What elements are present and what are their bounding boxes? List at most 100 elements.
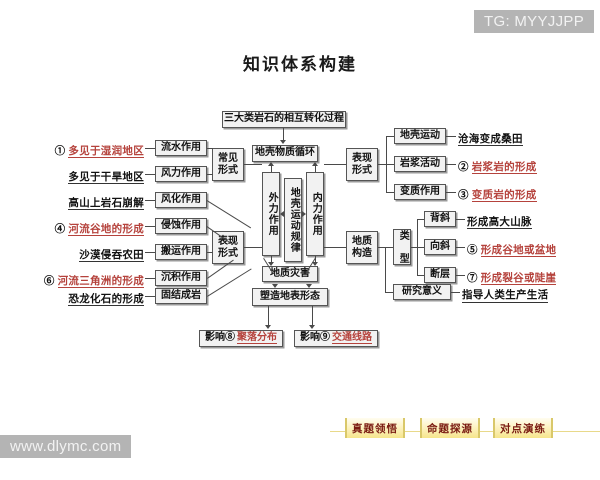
- right-bottom-row-2-desc: 形成裂谷或陡崖: [480, 273, 557, 285]
- connector-left-row-0: [145, 148, 155, 149]
- left-row-5-number: ⑥: [43, 276, 55, 287]
- left-row-3-number: ④: [54, 224, 66, 235]
- right-bottom-row-0-desc: 形成高大山脉: [467, 217, 532, 229]
- left-row-5-label: ⑥ 河流三角洲的形成: [14, 273, 144, 288]
- box-influence-traffic: 影响⑨ 交通线路: [294, 330, 378, 347]
- connector-left-row-4: [145, 252, 155, 253]
- arrow-up-external: [268, 162, 274, 166]
- connector-top-to-cycle: [283, 128, 284, 140]
- connector-left-row-2: [145, 200, 155, 201]
- box-left-row-1: 风力作用: [155, 166, 207, 182]
- arrow-down-right-landform: [306, 284, 312, 288]
- left-row-1-label: 多见于干旱地区: [28, 169, 144, 184]
- tab-real-exam[interactable]: 真题领悟: [345, 418, 405, 438]
- box-common-forms: 常见 形式: [212, 148, 244, 181]
- page-title: 知识体系构建: [243, 55, 357, 74]
- connector-left-row-5: [145, 278, 155, 279]
- left-row-3-label: ④ 河流谷地的形成: [22, 221, 144, 236]
- arrow-down-settlement: [265, 325, 271, 329]
- arrow-down-to-cycle: [280, 140, 286, 144]
- influence-traffic-value: 交通线路: [332, 331, 372, 345]
- connector-types-stem: [411, 247, 417, 248]
- connector-types-to-row0: [417, 219, 424, 220]
- box-right-top-row-0: 地壳运动: [394, 128, 446, 144]
- left-row-6-desc: 恐龙化石的形成: [68, 294, 144, 306]
- box-internal-forces: 内力作用: [306, 172, 324, 256]
- left-row-2-label: 高山上岩石崩解: [28, 195, 144, 210]
- watermark-top-right: TG: MYYJJPP: [474, 10, 594, 33]
- bottom-tab-bar: 真题领悟 命题探源 对点演练: [0, 418, 600, 446]
- right-bottom-row-0-label: 形成高大山脉: [467, 214, 532, 229]
- tab-targeted-practice[interactable]: 对点演练: [493, 418, 553, 438]
- connector-structure-to-significance: [385, 292, 393, 293]
- left-row-4-desc: 沙漠侵吞农田: [79, 250, 144, 262]
- box-geological-structure: 地质 构造: [346, 231, 378, 264]
- arrow-down-external-hazard: [268, 262, 274, 266]
- tab-proposition-source[interactable]: 命题探源: [420, 418, 480, 438]
- box-influence-settlement: 影响⑧ 聚落分布: [199, 330, 283, 347]
- box-research-significance: 研究意义: [393, 284, 451, 300]
- connector-manifest-to-row2: [386, 192, 394, 193]
- box-manifest-forms-right: 表现 形式: [346, 148, 378, 181]
- left-row-6-label: 恐龙化石的形成: [28, 291, 144, 306]
- connector-types-to-row2: [417, 275, 424, 276]
- right-top-row-2-desc: 变质岩的形成: [471, 190, 537, 202]
- box-right-bottom-row-1: 向斜: [424, 239, 456, 255]
- box-geological-hazard: 地质灾害: [262, 266, 318, 282]
- box-left-row-5: 沉积作用: [155, 270, 207, 286]
- right-top-row-1-label: ② 岩浆岩的形成: [458, 159, 537, 174]
- right-bottom-row-1-number: ⑤: [467, 245, 478, 256]
- connector-right-bottom-row-0: [456, 219, 465, 220]
- influence-settlement-value: 聚落分布: [237, 331, 277, 345]
- connector-external-to-hazard: [271, 256, 272, 262]
- connector-structure-to-types: [385, 247, 393, 248]
- right-top-row-0-label: 沧海变成桑田: [458, 131, 523, 146]
- box-left-row-2: 风化作用: [155, 192, 207, 208]
- arrow-left-law-to-external: [280, 211, 284, 217]
- connector-right-top-row-1: [446, 164, 456, 165]
- box-structure-types: 类 型: [393, 229, 411, 265]
- connector-manifest-left-to-external: [244, 247, 262, 248]
- connector-row2-to-manifest: [206, 200, 252, 229]
- right-top-row-1-desc: 岩浆岩的形成: [471, 162, 537, 174]
- bracket-structure: [385, 247, 386, 292]
- arrow-down-left-landform: [272, 284, 278, 288]
- box-shape-landform: 塑造地表形态: [252, 288, 328, 306]
- connector-manifest-right-stem: [378, 164, 386, 165]
- connector-internal-to-structure: [324, 247, 346, 248]
- right-bottom-row-2-number: ⑦: [467, 273, 478, 284]
- box-right-bottom-row-2: 断层: [424, 267, 456, 283]
- left-row-4-label: 沙漠侵吞农田: [28, 247, 144, 262]
- right-bottom-row-1-desc: 形成谷地或盆地: [480, 245, 557, 257]
- arrow-down-traffic: [309, 325, 315, 329]
- connector-manifest-to-row1: [386, 164, 394, 165]
- connector-right-bottom-row-1: [456, 247, 465, 248]
- connector-left-row-6: [145, 296, 155, 297]
- connector-structure-stem: [378, 247, 385, 248]
- left-row-0-label: ① 多见于湿润地区: [28, 143, 144, 158]
- left-row-1-desc: 多见于干旱地区: [68, 172, 144, 184]
- right-bottom-row-2-label: ⑦ 形成裂谷或陡崖: [467, 270, 557, 285]
- connector-internal-to-hazard: [315, 256, 316, 262]
- influence-traffic-prefix: 影响⑨: [300, 332, 330, 344]
- box-left-row-3: 侵蚀作用: [155, 218, 207, 234]
- connector-internal-to-manifest-right: [324, 164, 346, 165]
- connector-row1-to-common: [207, 174, 213, 175]
- box-left-row-6: 固结成岩: [155, 288, 207, 304]
- box-manifest-forms-left: 表现 形式: [212, 231, 244, 264]
- connector-internal-up: [315, 165, 316, 172]
- connector-landform-to-settlement: [268, 306, 269, 325]
- arrow-down-internal-hazard: [312, 262, 318, 266]
- significance-text: 指导人类生产生活: [462, 287, 549, 303]
- influence-settlement-prefix: 影响⑧: [205, 332, 235, 344]
- connector-external-up: [271, 165, 272, 172]
- connector-landform-to-traffic: [312, 306, 313, 325]
- left-row-3-desc: 河流谷地的形成: [68, 224, 144, 236]
- right-top-row-0-desc: 沧海变成桑田: [458, 134, 523, 146]
- connector-row4-to-manifest: [207, 252, 213, 253]
- box-right-top-row-2: 变质作用: [394, 184, 446, 200]
- arrow-up-internal: [312, 162, 318, 166]
- box-left-row-4: 搬运作用: [155, 244, 207, 260]
- arrow-right-law-to-internal: [302, 211, 306, 217]
